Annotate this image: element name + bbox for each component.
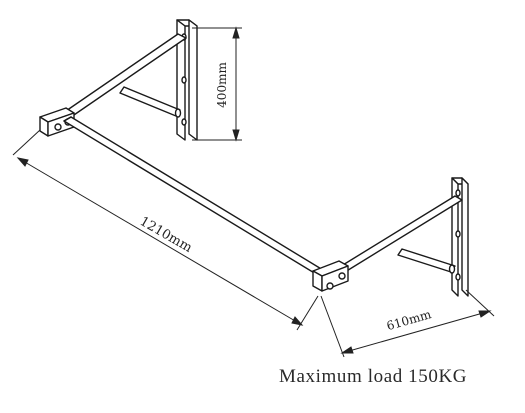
right-diagonal-brace — [397, 248, 456, 274]
length-dimension-line — [12, 129, 319, 331]
depth-dimension-line — [320, 289, 495, 358]
height-label: 400mm — [215, 62, 229, 108]
length-label: 1210mm — [137, 214, 195, 256]
left-diagonal-brace — [119, 86, 182, 118]
right-end-cap — [312, 260, 349, 292]
main-bar — [63, 116, 324, 275]
height-dimension-line — [192, 26, 242, 142]
max-load-caption: Maximum load 150KG — [279, 366, 468, 387]
left-wall-plate — [176, 19, 198, 141]
